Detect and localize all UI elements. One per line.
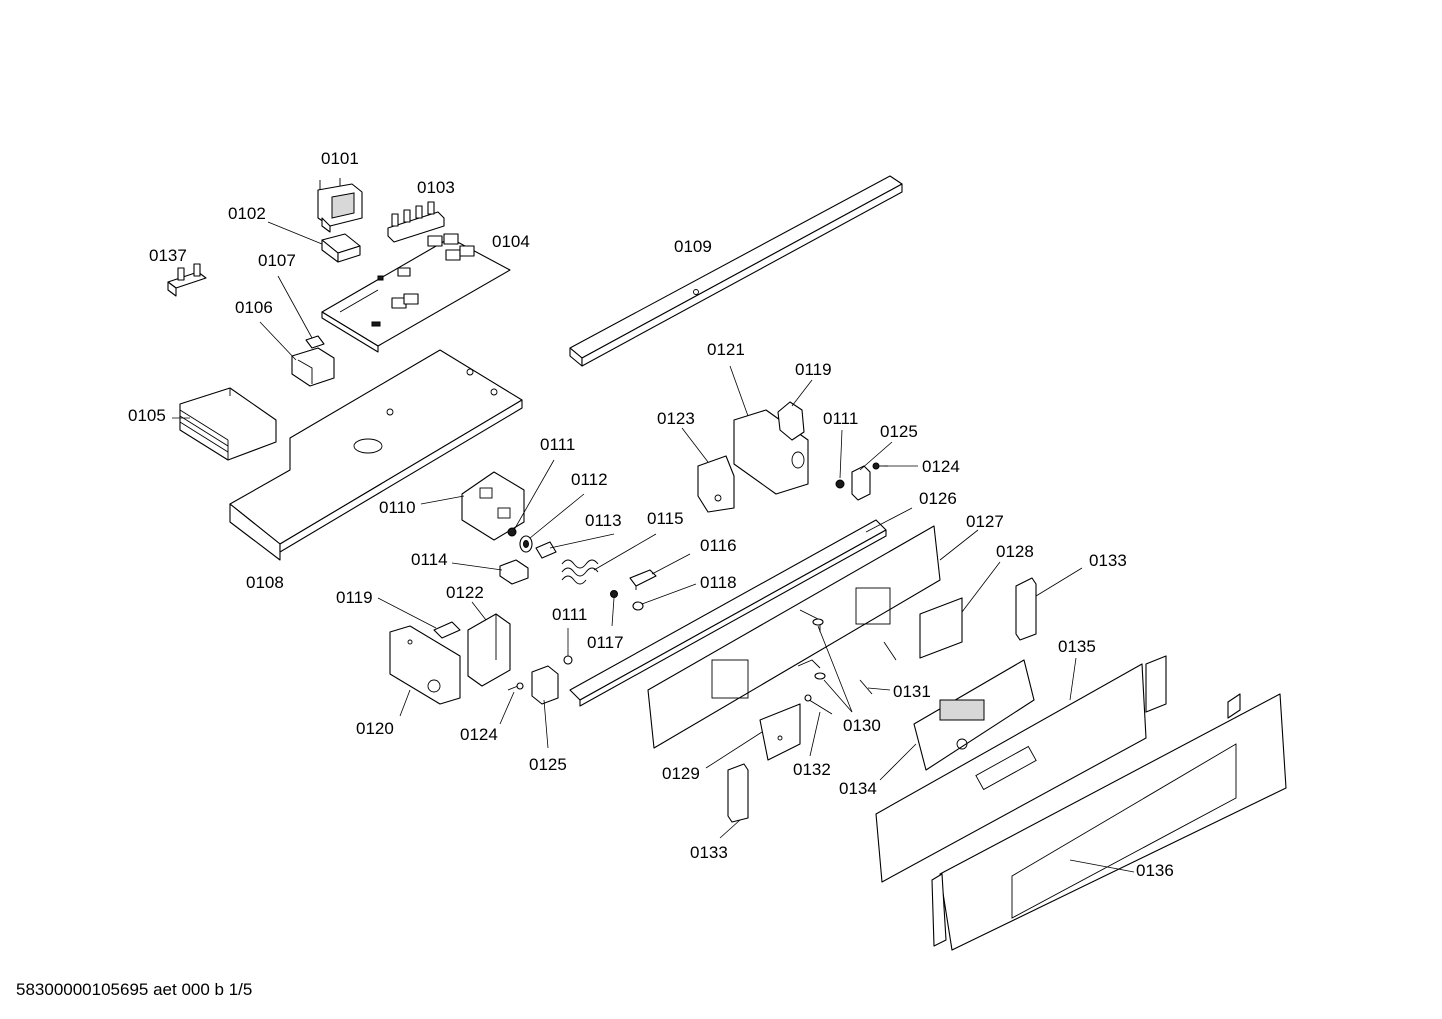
label-0107: 0107	[258, 251, 296, 270]
label-0104: 0104	[492, 232, 530, 251]
label-0108: 0108	[246, 573, 284, 592]
label-0117: 0117	[587, 633, 624, 652]
part-0127-frame	[647, 525, 941, 749]
part-0110-bracket	[461, 471, 525, 541]
label-0125-a: 0125	[529, 755, 567, 774]
part-0115-spring	[561, 559, 599, 585]
label-0111-b: 0111	[823, 409, 858, 428]
part-labels: 0101 0102 0103 0104 0137 0107 0106 0105 …	[128, 149, 1174, 880]
label-0106: 0106	[235, 298, 273, 317]
label-0127: 0127	[966, 512, 1004, 531]
part-0122-plate	[467, 613, 511, 687]
part-0104-circuit-board	[321, 233, 511, 353]
label-0134: 0134	[839, 779, 877, 798]
label-0130: 0130	[843, 716, 881, 735]
part-0135-control-panel	[875, 655, 1167, 883]
label-0103: 0103	[417, 178, 455, 197]
part-0137-clip	[167, 263, 207, 297]
part-0119-clip-upper	[777, 401, 805, 441]
part-0107-fuse	[305, 335, 325, 349]
label-0113: 0113	[585, 511, 622, 530]
part-0111-nut-c	[563, 655, 573, 665]
label-0105: 0105	[128, 406, 166, 425]
label-0118: 0118	[700, 573, 737, 592]
label-0112: 0112	[571, 470, 608, 489]
part-0119-clip-lower	[433, 621, 461, 639]
label-0123: 0123	[657, 409, 695, 428]
part-0101-transformer	[317, 178, 363, 233]
part-0113-pin	[535, 541, 557, 559]
part-0128-panel	[919, 597, 963, 659]
label-0120: 0120	[356, 719, 394, 738]
label-0109: 0109	[674, 237, 712, 256]
label-0115: 0115	[647, 509, 684, 528]
label-0116: 0116	[700, 536, 737, 555]
part-0114-latch	[499, 559, 529, 585]
part-0105-heat-sink	[179, 387, 277, 461]
label-0135: 0135	[1058, 637, 1096, 656]
part-0133-bracket-upper	[1015, 577, 1037, 641]
part-0129-plate	[759, 703, 801, 761]
part-0124-screw-lower	[507, 682, 524, 691]
label-0125-b: 0125	[880, 422, 918, 441]
label-0114: 0114	[411, 550, 448, 569]
label-0101: 0101	[321, 149, 359, 168]
part-0116-bracket	[629, 569, 657, 590]
label-0133-a: 0133	[1089, 551, 1127, 570]
part-0109-channel	[569, 175, 903, 367]
label-0124-b: 0124	[922, 457, 960, 476]
label-0111-c: 0111	[552, 605, 587, 624]
part-0125-bracket-right	[851, 465, 871, 501]
part-0118-washer	[632, 601, 644, 611]
part-0106-fuse-holder	[291, 347, 335, 387]
part-0134-display-board	[913, 659, 1035, 771]
label-0122: 0122	[446, 583, 484, 602]
part-0125-bracket-lower	[531, 665, 559, 705]
label-0129: 0129	[662, 764, 700, 783]
part-0132-screw	[804, 694, 833, 715]
label-0131: 0131	[893, 682, 931, 701]
label-0111-a: 0111	[540, 435, 575, 454]
part-0108-base-plate	[229, 349, 523, 561]
label-0110: 0110	[379, 498, 416, 517]
part-0136-front-panel	[931, 693, 1287, 951]
label-0128: 0128	[996, 542, 1034, 561]
part-0130-fittings	[812, 618, 826, 680]
part-0112-washer	[519, 535, 533, 553]
part-0102-block	[321, 233, 361, 263]
part-0131-pins	[859, 641, 897, 695]
label-0132: 0132	[793, 760, 831, 779]
label-0133-b: 0133	[690, 843, 728, 862]
drawing-reference-number: 58300000105695 aet 000 b 1/5	[16, 980, 253, 999]
label-0102: 0102	[228, 204, 266, 223]
part-0123-plate	[697, 455, 735, 513]
part-0111-nut-b	[835, 479, 845, 489]
label-0136: 0136	[1136, 861, 1174, 880]
label-0126: 0126	[919, 489, 957, 508]
part-0117-nut	[610, 590, 618, 598]
label-0137: 0137	[149, 246, 187, 265]
label-0124-a: 0124	[460, 725, 498, 744]
part-0103-terminal-block	[387, 201, 445, 243]
part-0133-bracket-lower	[727, 763, 749, 823]
leader-lines	[172, 221, 1135, 873]
label-0119-a: 0119	[336, 588, 373, 607]
part-0126-rail	[569, 519, 887, 707]
part-0120-mounting-plate	[389, 625, 461, 705]
label-0121: 0121	[707, 340, 745, 359]
label-0119-b: 0119	[795, 360, 832, 379]
